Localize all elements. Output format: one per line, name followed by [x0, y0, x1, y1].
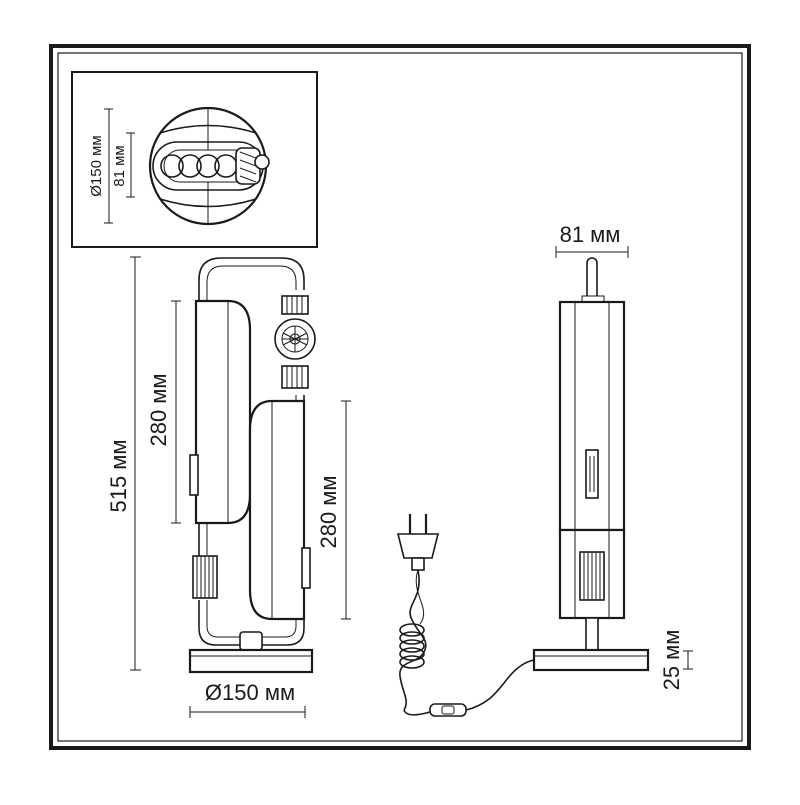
- power-cord: [396, 514, 535, 717]
- lower-shade: [248, 399, 311, 621]
- top-view-lamp: [148, 106, 270, 226]
- side-view: 81 мм 25 мм: [532, 222, 693, 691]
- upper-shade: [189, 299, 252, 525]
- base-diameter-label: Ø150 мм: [205, 680, 295, 705]
- top-depth-label: 81 мм: [111, 145, 128, 186]
- side-width-label: 81 мм: [560, 222, 621, 247]
- cord-bundle: [399, 623, 425, 669]
- lower-shade-height-label: 280 мм: [316, 475, 341, 548]
- base-height-label: 25 мм: [659, 630, 684, 691]
- front-base: [188, 648, 314, 674]
- dimmer-knob: [274, 318, 316, 360]
- top-diameter-label: Ø150 мм: [88, 135, 105, 197]
- front-view: 515 мм 280 мм 280 мм: [106, 256, 351, 718]
- power-plug: [396, 514, 440, 571]
- overall-height-label: 515 мм: [106, 439, 131, 512]
- side-shade-body: [558, 300, 626, 532]
- lower-ribbed-connector: [192, 555, 218, 599]
- side-lower-section: [558, 528, 626, 620]
- top-view-inset: Ø150 мм 81 мм: [71, 71, 318, 248]
- middle-ribbed-connector: [281, 365, 309, 389]
- front-frame-loop: [198, 257, 305, 651]
- side-base: [532, 648, 650, 672]
- upper-shade-height-label: 280 мм: [146, 373, 171, 446]
- side-switch-label-plate: [585, 449, 599, 499]
- sheet-frame: [49, 44, 751, 750]
- upper-ribbed-connector: [281, 295, 309, 315]
